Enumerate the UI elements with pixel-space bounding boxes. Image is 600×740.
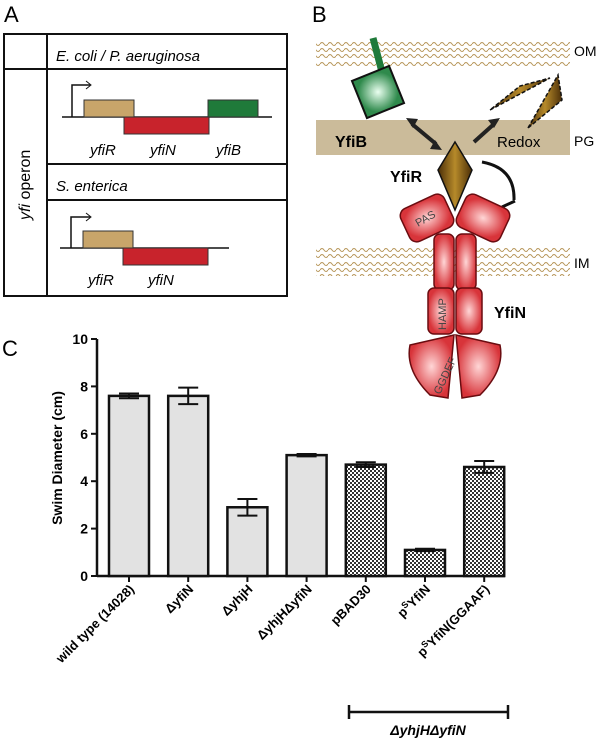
- error-bar: [296, 452, 317, 458]
- x-tick-label: wild type (14028): [52, 582, 137, 667]
- gene-label: yfiB: [215, 142, 241, 159]
- error-bar: [415, 547, 435, 553]
- bar: [462, 465, 506, 578]
- gene-label: yfiR: [87, 272, 114, 289]
- y-tick-label: 6: [80, 426, 88, 442]
- yfir-protein: [437, 140, 473, 212]
- error-bar: [237, 497, 258, 517]
- bar: [166, 394, 210, 578]
- pg-label: PG: [574, 133, 594, 149]
- y-tick-label: 10: [72, 331, 88, 347]
- x-tick-label: ΔyhjHΔyfiN: [254, 582, 315, 643]
- bar: [344, 463, 388, 578]
- gene-label: yfiN: [147, 272, 174, 289]
- gene-label: yfiR: [89, 142, 116, 159]
- bracket-label: ΔyhjHΔyfiN: [389, 722, 466, 738]
- hamp-domain-label: HAMP: [437, 298, 449, 330]
- yfib-protein: [350, 37, 406, 120]
- inhibition-arrow: [481, 160, 516, 209]
- gene-label: yfiN: [149, 142, 176, 159]
- x-tick-label: ΔyhjH: [218, 582, 255, 619]
- peptidoglycan-layer: [316, 120, 570, 155]
- yfir-label: YfiR: [390, 169, 422, 186]
- y-tick-label: 8: [80, 378, 88, 394]
- strain-bracket: [347, 705, 510, 719]
- panel-a-label: A: [4, 2, 19, 27]
- x-tick-label: pSYfiN: [394, 581, 434, 621]
- bar: [226, 506, 269, 578]
- operon-2-diagram: [60, 212, 229, 266]
- yfib-label: YfiB: [335, 134, 367, 151]
- error-bar: [178, 386, 199, 406]
- error-bar: [474, 460, 495, 474]
- organism-1-label: E. coli / P. aeruginosa: [56, 48, 200, 65]
- redox-label: Redox: [497, 134, 541, 151]
- im-label: IM: [574, 255, 590, 271]
- panel-c-label: C: [2, 336, 18, 361]
- operon-side-label: yfi operon: [17, 150, 34, 221]
- yfin-label: YfiN: [494, 305, 526, 322]
- error-bar: [119, 392, 139, 400]
- panel-b-label: B: [312, 2, 327, 27]
- om-label: OM: [574, 43, 597, 59]
- error-bar: [355, 461, 376, 468]
- outer-membrane: [316, 38, 570, 66]
- bar: [285, 453, 328, 578]
- y-tick-label: 4: [80, 473, 88, 489]
- yfin-protein: [399, 193, 511, 399]
- y-tick-label: 0: [80, 568, 88, 584]
- panel-a-table: [3, 33, 288, 297]
- x-tick-label: ΔyfiN: [162, 582, 197, 617]
- x-tick-label: pBAD30: [328, 582, 374, 628]
- organism-2-label: S. enterica: [56, 178, 128, 195]
- interaction-arrows: [406, 118, 500, 150]
- bar: [107, 394, 151, 578]
- bar: [403, 548, 447, 578]
- operon-1-diagram: [62, 80, 272, 135]
- redox-molecules: [489, 72, 563, 129]
- y-tick-label: 2: [80, 521, 88, 537]
- y-axis-label: Swim Diameter (cm): [49, 391, 65, 525]
